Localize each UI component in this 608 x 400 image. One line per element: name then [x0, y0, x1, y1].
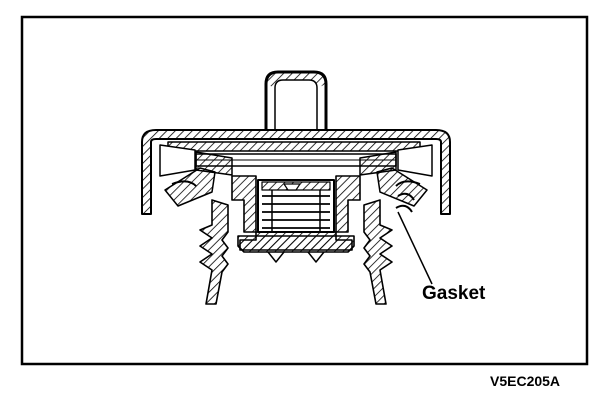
neck-left-wall	[199, 199, 229, 305]
cap-outer-shell	[141, 129, 451, 215]
cap-inner-plate	[167, 141, 421, 152]
figure-code: V5EC205A	[490, 373, 560, 389]
neck-right-wall	[363, 199, 393, 305]
figure-frame	[20, 15, 589, 366]
spring-coils	[262, 195, 330, 229]
gasket-leader-line	[397, 211, 433, 285]
seal-plate	[237, 235, 355, 253]
cap-drawing	[141, 70, 451, 305]
gasket-label: Gasket	[422, 283, 486, 304]
